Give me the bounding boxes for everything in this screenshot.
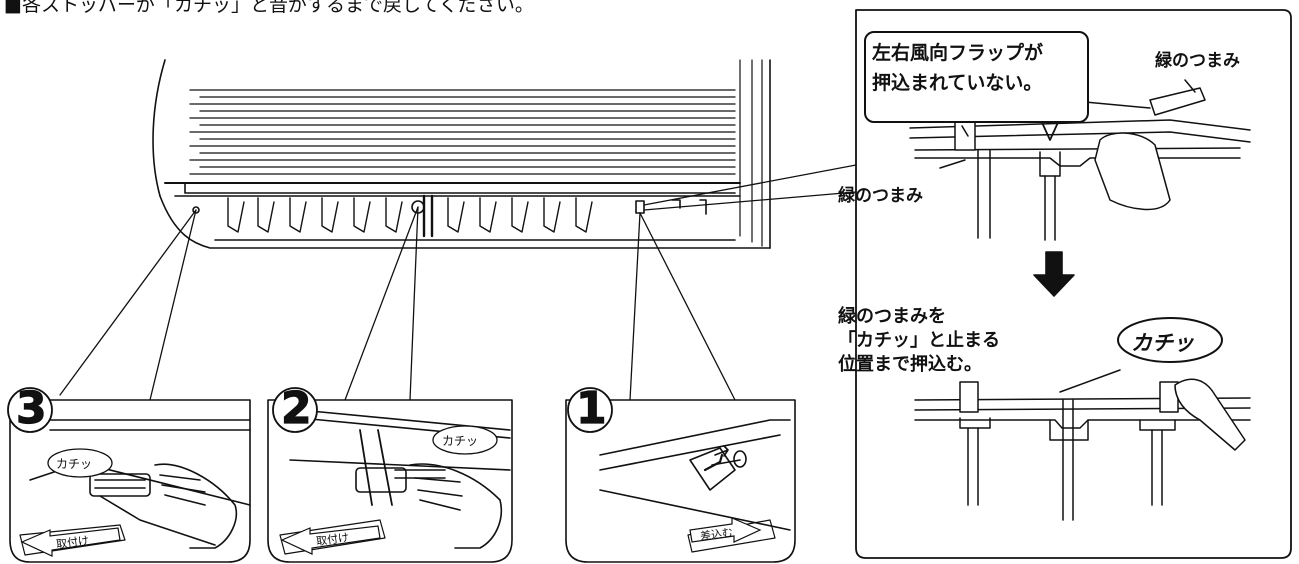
callout-line-1: 左右風向フラップが — [872, 42, 1044, 64]
sound-bubbles — [47, 317, 1223, 478]
direction-arrows — [20, 517, 762, 557]
front-grille — [189, 89, 736, 175]
step-circles — [7, 387, 613, 433]
step-3-sound: カチッ — [56, 457, 93, 471]
push-instruction: 緑のつまみを 「カチッ」と止まる 位置まで押込む。 — [838, 305, 1000, 377]
air-conditioner-unit — [152, 59, 771, 249]
green-knob-label-right: 緑のつまみ — [1155, 51, 1240, 71]
step-2-number: 2 — [280, 382, 312, 434]
push-line-3: 位置まで押込む。 — [838, 354, 982, 375]
instruction-text: ■各ストッパーが「カチッ」と音がするまで戻してください。 — [4, 0, 534, 16]
callout-text: 左右風向フラップが 押込まれていない。 — [872, 38, 1043, 98]
callout-line-2: 押込まれていない。 — [872, 72, 1043, 94]
leader-lines — [59, 164, 857, 401]
push-line-1: 緑のつまみを — [838, 306, 946, 327]
down-arrow — [1033, 251, 1075, 297]
step-3-number: 3 — [15, 382, 47, 434]
callout-box — [864, 31, 1089, 123]
step-1-number: 1 — [575, 382, 607, 434]
step-2-sound: カチッ — [442, 434, 479, 448]
louver-vanes — [227, 194, 593, 238]
push-line-2: 「カチッ」と止まる — [838, 330, 1000, 351]
step-3-panel — [9, 399, 251, 563]
flap-detail-lower — [914, 369, 1251, 521]
flap-detail-upper — [909, 79, 1251, 241]
detail-panel-frame — [855, 9, 1292, 559]
green-knob-label-left: 緑のつまみ — [838, 186, 923, 206]
click-sound-label: カチッ — [1131, 331, 1194, 355]
